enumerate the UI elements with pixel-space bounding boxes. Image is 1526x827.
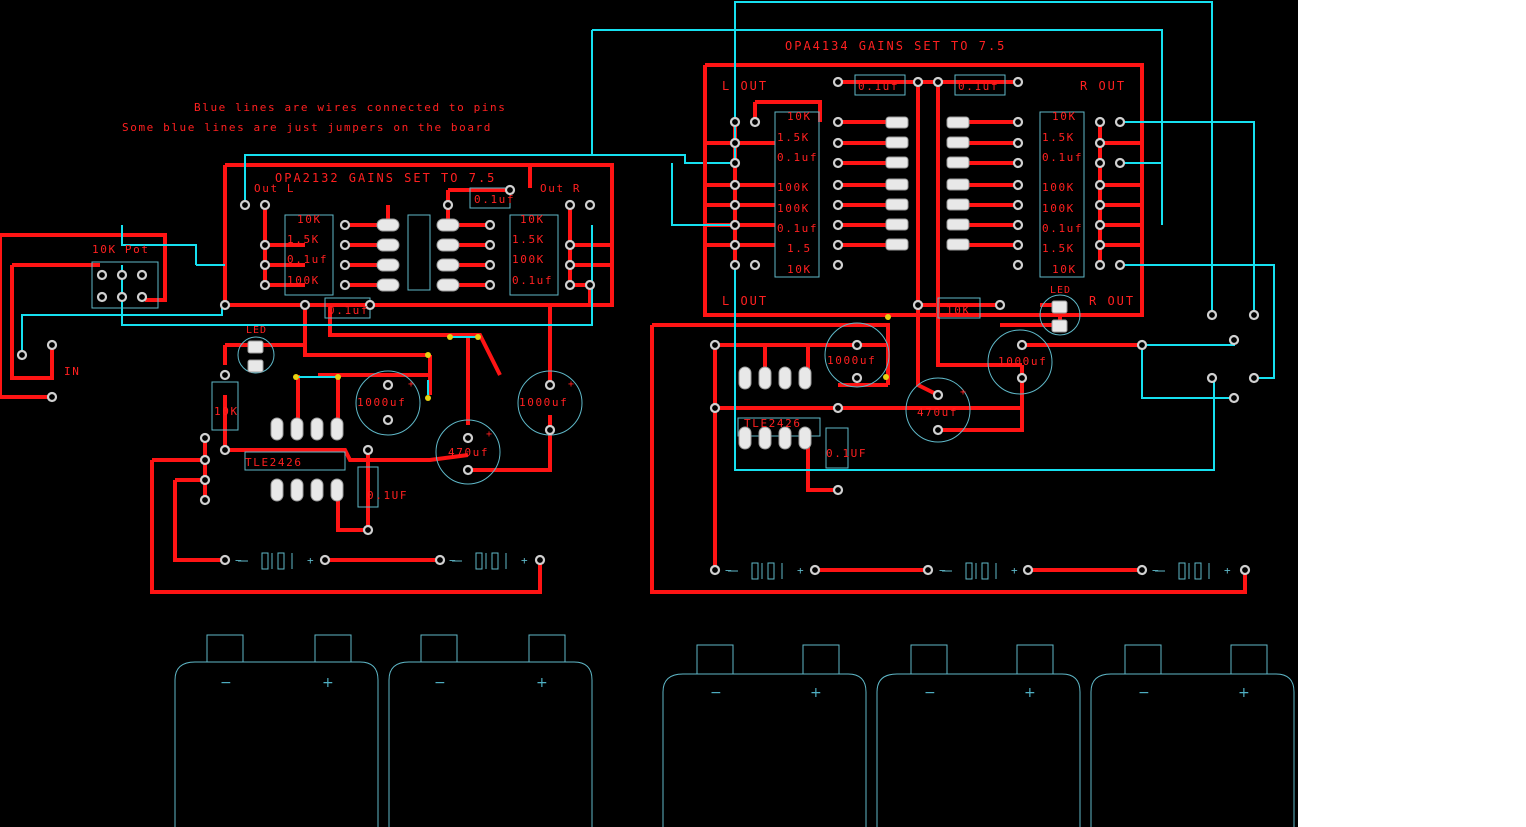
holder-minus-sign: −: [220, 675, 232, 691]
holder-minus-sign: −: [710, 685, 722, 701]
holder-minus-sign: −: [924, 685, 936, 701]
battery-minus-sign: −: [235, 554, 244, 567]
note-line-1: Blue lines are wires connected to pins: [194, 101, 507, 114]
battery-plus-sign: +: [521, 554, 530, 567]
left-silkscreen: [91, 187, 583, 508]
cap-plus-mark: +: [486, 429, 494, 440]
right-board-title: OPA4134 GAINS SET TO 7.5: [785, 39, 1007, 53]
right-cap-a-label: 1000uf: [827, 354, 877, 367]
left-top-cap-label: 0.1uf: [474, 193, 516, 206]
left-cap-b-label: 1000uf: [519, 396, 569, 409]
left-red-traces: [0, 163, 614, 594]
holder-plus-sign: +: [322, 675, 334, 691]
left-cap-c-label: 470uf: [448, 446, 490, 459]
left-cap-a-label: 1000uf: [357, 396, 407, 409]
right-regulator-label: TLE2426: [744, 417, 802, 430]
left-bottom-cap-label: 0.1uf: [328, 304, 370, 317]
right-l-out-top: L OUT: [722, 79, 769, 93]
battery-plus-sign: +: [1224, 564, 1233, 577]
right-left-part: 1.5: [787, 242, 812, 255]
right-led-label: LED: [1050, 285, 1072, 296]
right-right-part: 0.1uf: [1042, 151, 1084, 164]
left-led-label: LED: [246, 325, 268, 336]
right-right-part: 100K: [1042, 202, 1075, 215]
right-part-label: 100K: [512, 253, 545, 266]
right-cap-b-label: 1000uf: [998, 355, 1048, 368]
battery-minus-sign: −: [1152, 564, 1161, 577]
right-left-part: 0.1uf: [777, 222, 819, 235]
right-top-cap-1: 0.1uf: [858, 80, 900, 93]
holder-minus-sign: −: [434, 675, 446, 691]
cap-plus-mark: +: [408, 379, 416, 390]
right-left-part: 1.5K: [777, 131, 810, 144]
right-led-resistor-label: 10K: [946, 304, 971, 317]
holder-minus-sign: −: [1138, 685, 1150, 701]
note-line-2: Some blue lines are just jumpers on the …: [122, 121, 493, 134]
input-label: IN: [64, 365, 81, 378]
right-left-part: 100K: [777, 181, 810, 194]
right-right-part: 10K: [1052, 263, 1077, 276]
right-right-part: 1.5K: [1042, 131, 1075, 144]
left-led-resistor-label: 10K: [214, 405, 239, 418]
right-right-part: 0.1uf: [1042, 222, 1084, 235]
right-part-label: 1.5K: [512, 233, 545, 246]
right-r-out-bottom: R OUT: [1089, 294, 1136, 308]
right-left-part: 10K: [787, 263, 812, 276]
left-part-label: 1.5K: [287, 233, 320, 246]
left-regulator-label: TLE2426: [245, 456, 303, 469]
battery-holders: [174, 552, 1295, 827]
holder-plus-sign: +: [536, 675, 548, 691]
battery-plus-sign: +: [797, 564, 806, 577]
junction-dots: [293, 314, 891, 401]
right-l-out-bottom: L OUT: [722, 294, 769, 308]
battery-plus-sign: +: [307, 554, 316, 567]
battery-minus-sign: −: [449, 554, 458, 567]
right-left-part: 100K: [777, 202, 810, 215]
pcb-layout: Blue lines are wires connected to pins S…: [0, 0, 1298, 827]
holder-plus-sign: +: [1024, 685, 1036, 701]
right-cap-c-label: 470uf: [917, 406, 959, 419]
right-regulator-cap-label: 0.1UF: [826, 447, 868, 460]
right-cyan-wires: [671, 1, 1275, 471]
ic-pads: [247, 116, 1068, 502]
battery-minus-sign: −: [725, 564, 734, 577]
holder-plus-sign: +: [810, 685, 822, 701]
left-out-r-label: Out R: [540, 182, 582, 195]
left-part-label: 100K: [287, 274, 320, 287]
right-left-part: 0.1uf: [777, 151, 819, 164]
right-part-label: 10K: [520, 213, 545, 226]
battery-plus-sign: +: [1011, 564, 1020, 577]
right-right-part: 100K: [1042, 181, 1075, 194]
cap-plus-mark: +: [960, 387, 968, 398]
left-board-title: OPA2132 GAINS SET TO 7.5: [275, 171, 497, 185]
right-right-part: 1.5K: [1042, 242, 1075, 255]
round-pads: [16, 76, 1260, 576]
left-part-label: 10K: [297, 213, 322, 226]
right-part-label: 0.1uf: [512, 274, 554, 287]
left-regulator-cap-label: 0.1UF: [367, 489, 409, 502]
right-right-part: 10K: [1052, 110, 1077, 123]
right-top-cap-2: 0.1uf: [958, 80, 1000, 93]
left-part-label: 0.1uf: [287, 253, 329, 266]
left-out-l-label: Out L: [254, 182, 296, 195]
right-r-out-top: R OUT: [1080, 79, 1127, 93]
holder-plus-sign: +: [1238, 685, 1250, 701]
right-silkscreen: [737, 74, 1085, 469]
right-left-part: 10K: [787, 110, 812, 123]
pot-label: 10K Pot: [92, 243, 150, 256]
battery-minus-sign: −: [939, 564, 948, 577]
pcb-artwork: [0, 1, 1295, 827]
cap-plus-mark: +: [568, 379, 576, 390]
